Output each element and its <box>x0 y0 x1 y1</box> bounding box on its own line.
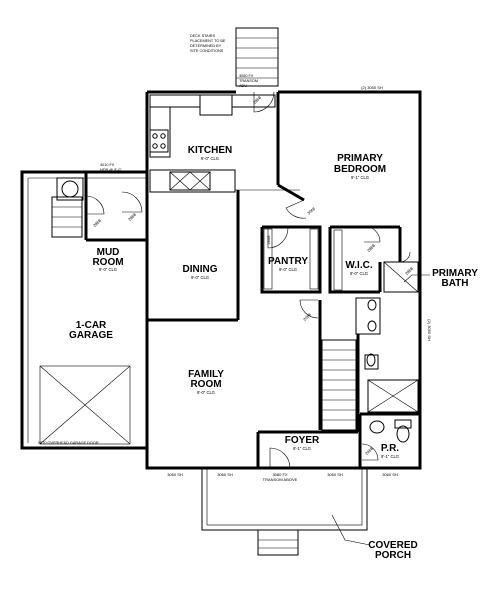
powder-room-label: P.R. <box>381 443 399 454</box>
foyer-label: FOYER <box>285 435 320 446</box>
svg-text:HDR @ 8'-0": HDR @ 8'-0" <box>100 168 122 172</box>
car-outline <box>39 365 131 445</box>
svg-text:DETERMINED BY: DETERMINED BY <box>190 44 222 48</box>
mud-room-label-2: ROOM <box>92 257 123 268</box>
bath-leader <box>403 274 430 283</box>
pantry-clg: 9'-0" CLG <box>279 267 297 272</box>
svg-text:ABV.: ABV. <box>239 84 247 88</box>
svg-text:DECK STAIRS: DECK STAIRS <box>190 34 216 38</box>
window-tag-front-4: 3060 SH <box>382 472 398 477</box>
pantry-label: PANTRY <box>268 256 308 267</box>
family-room-label-1: FAMILY <box>188 369 224 380</box>
kitchen-label: KITCHEN <box>188 145 232 156</box>
door-swings <box>85 91 411 469</box>
bath-fixtures <box>355 261 419 413</box>
door-tag-kitchen: 2868 <box>252 94 262 104</box>
garage-steps <box>51 196 83 238</box>
pr-fixtures <box>369 419 412 443</box>
door-tag-pr: 2468 <box>364 445 374 455</box>
window-tag-front-1: 3060 SH <box>167 472 183 477</box>
door-tag-closet: 2068 <box>302 311 312 321</box>
covered-porch-label-1: COVERED <box>368 540 417 551</box>
door-tag-bedroom: 3068 <box>306 206 317 216</box>
svg-text:4010 FX: 4010 FX <box>100 163 115 167</box>
rear-door-note: 3060 FX TRANSOM ABV. <box>239 74 258 88</box>
deck-stairs <box>235 27 279 87</box>
svg-text:PLACEMENT TO BE: PLACEMENT TO BE <box>190 39 226 43</box>
porch-leader <box>331 514 371 546</box>
mud-room-label-1: MUD <box>97 247 120 258</box>
window-tag-bedroom: (2) 3050 SH <box>361 85 383 90</box>
door-tag-pantry: 2668 <box>266 235 271 245</box>
powder-room-clg: 9'-1" CLG <box>381 454 399 459</box>
primary-bath-label-2: BATH <box>441 278 468 289</box>
door-tag-mud: 2868 <box>92 217 102 227</box>
window-tag-bath: (2) 3050 SH <box>427 319 432 341</box>
main-stairs <box>321 339 357 431</box>
dining-clg: 9'-0" CLG <box>191 275 209 280</box>
window-tag-front-3: 3060 SH <box>327 472 343 477</box>
kitchen-clg: 9'-0" CLG <box>201 156 219 161</box>
garage-door-note: 9070 OVERHEAD GARAGE DOOR <box>38 441 99 445</box>
covered-porch <box>201 467 368 556</box>
door-tag-garage-entry: 2868 <box>127 211 137 221</box>
garage-window-note: 4010 FX HDR @ 8'-0" <box>100 163 122 172</box>
family-room-label-2: ROOM <box>190 379 221 390</box>
foyer-clg: 9'-1" CLG <box>293 446 311 451</box>
mud-room-clg: 9'-0" CLG <box>99 267 117 272</box>
door-tag-bath: 2868 <box>404 265 414 275</box>
water-heater-icon <box>56 177 84 201</box>
deck-stairs-note: DECK STAIRS PLACEMENT TO BE DETERMINED B… <box>190 34 226 53</box>
wic-clg: 9'-0" CLG <box>350 271 368 276</box>
front-door-note-1: 3080 FX <box>272 472 287 477</box>
wic-shelves <box>333 229 343 291</box>
family-room-clg: 9'-0" CLG <box>197 390 215 395</box>
primary-bedroom-clg: 9'-1" CLG <box>351 175 369 180</box>
svg-text:TRANSOM: TRANSOM <box>239 79 258 83</box>
svg-text:3060 FX: 3060 FX <box>239 74 254 78</box>
door-tag-wic: 2868 <box>366 242 376 252</box>
dining-label: DINING <box>183 264 218 275</box>
front-door-note-2: TRANSOM ABOVE <box>263 477 298 482</box>
covered-porch-label-2: PORCH <box>375 550 411 561</box>
garage-label-2: GARAGE <box>69 330 113 341</box>
primary-bedroom-label-2: BEDROOM <box>334 164 386 175</box>
interior-walls <box>84 92 420 468</box>
wic-label: W.I.C. <box>345 260 372 271</box>
window-tag-front-2: 3060 SH <box>217 472 233 477</box>
primary-bedroom-label-1: PRIMARY <box>337 153 383 164</box>
svg-text:SITE CONDITIONS: SITE CONDITIONS <box>190 49 224 53</box>
garage-label-1: 1-CAR <box>76 320 107 331</box>
primary-bath-label-1: PRIMARY <box>432 268 478 279</box>
kitchen-fixtures <box>149 94 276 193</box>
